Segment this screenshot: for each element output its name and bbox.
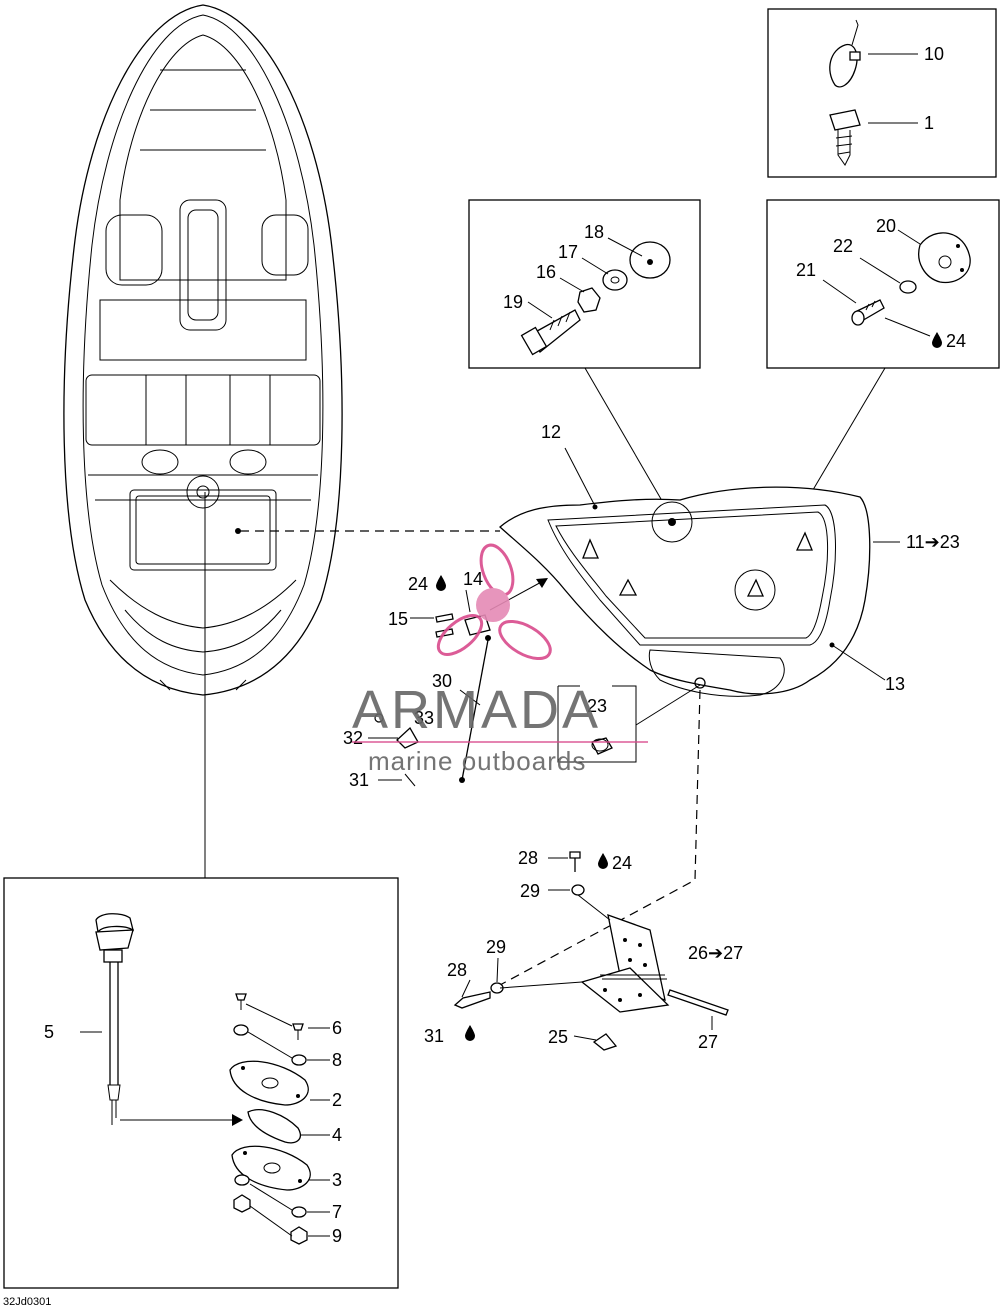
bumper-20 [918, 232, 971, 284]
washer-8-b [291, 1054, 307, 1066]
callout-26-27: 26➔27 [688, 943, 743, 963]
callout-28-left: 28 [447, 960, 467, 980]
hinge-assembly: 28 24 29 29 28 31 25 26➔27 27 [424, 848, 743, 1052]
cable-tie [829, 43, 858, 88]
screw-6-a [235, 993, 247, 1001]
callout-20: 20 [876, 216, 896, 236]
callout-25: 25 [548, 1027, 568, 1047]
callout-19: 19 [503, 292, 523, 312]
callout-11-23: 11➔23 [906, 532, 960, 552]
callout-22: 22 [833, 236, 853, 256]
washer-29-top [571, 884, 585, 896]
washer-8-a [233, 1024, 249, 1036]
clip-25 [592, 1033, 618, 1051]
screw-28-top [569, 851, 581, 859]
callout-29-left: 29 [486, 937, 506, 957]
latch-handle [95, 913, 135, 934]
callout-21: 21 [796, 260, 816, 280]
callout-30: 30 [432, 671, 452, 691]
callout-29-top: 29 [520, 881, 540, 901]
callout-7: 7 [332, 1202, 342, 1222]
armada-watermark: ARMADA marine outboards [352, 543, 648, 776]
callout-9: 9 [332, 1226, 342, 1246]
callout-16: 16 [536, 262, 556, 282]
callout-17: 17 [558, 242, 578, 262]
callout-33: 33 [414, 708, 434, 728]
callout-10: 10 [924, 44, 944, 64]
detail-box-latch-assembly: 5 6 8 2 4 3 7 9 [3, 877, 399, 1289]
callout-27: 27 [698, 1032, 718, 1052]
callout-4: 4 [332, 1125, 342, 1145]
detail-box-bolt-assembly: 18 17 16 19 [468, 199, 701, 369]
callout-3: 3 [332, 1170, 342, 1190]
nut-9-b [290, 1226, 308, 1245]
nut-9-a [233, 1194, 251, 1213]
gasket-4 [247, 1109, 301, 1144]
washer-22 [899, 280, 917, 294]
callout-24-hinge: 24 [612, 853, 632, 873]
screw-28-left [453, 991, 491, 1009]
drop-icon [598, 853, 608, 869]
washer-7-a [234, 1174, 250, 1186]
washer-17 [602, 269, 628, 291]
drop-icon [436, 575, 446, 591]
callout-1: 1 [924, 113, 934, 133]
detail-box-fasteners: 10 1 [767, 8, 997, 178]
propeller-logo-icon [436, 543, 552, 661]
detail-box-bumper-assembly: 20 22 21 24 [766, 199, 1000, 369]
nut-16 [577, 287, 601, 313]
drop-icon [465, 1025, 475, 1041]
watermark-subtitle: marine outboards [368, 746, 586, 776]
callout-8: 8 [332, 1050, 342, 1070]
callout-2: 2 [332, 1090, 342, 1110]
figure-reference-code: 32Jd0301 [3, 1296, 51, 1308]
hinge-pin-27 [667, 989, 729, 1016]
callout-28-top: 28 [518, 848, 538, 868]
arrow-right-icon [232, 1114, 243, 1126]
callout-5: 5 [44, 1022, 54, 1042]
callout-31-top: 31 [349, 770, 369, 790]
storage-cover-panel: 12 13 11➔23 [499, 422, 960, 697]
watercraft-deck-outline [63, 4, 343, 696]
watermark-title: ARMADA [352, 680, 601, 740]
push-rivet-head [829, 109, 861, 131]
callout-23: 23 [587, 696, 607, 716]
washer-7-b [291, 1206, 307, 1218]
callout-15: 15 [388, 609, 408, 629]
callout-24-left: 24 [408, 574, 428, 594]
arrow-right-icon [536, 578, 548, 588]
callout-14: 14 [463, 569, 483, 589]
callout-6: 6 [332, 1018, 342, 1038]
callout-12: 12 [541, 422, 561, 442]
callout-31-bottom: 31 [424, 1026, 444, 1046]
callout-24-right: 24 [946, 331, 966, 351]
drop-icon [932, 332, 942, 348]
screw-6-b [292, 1023, 304, 1031]
callout-32: 32 [343, 728, 363, 748]
callout-13: 13 [885, 674, 905, 694]
callout-18: 18 [584, 222, 604, 242]
latch-plate-2 [229, 1060, 309, 1106]
